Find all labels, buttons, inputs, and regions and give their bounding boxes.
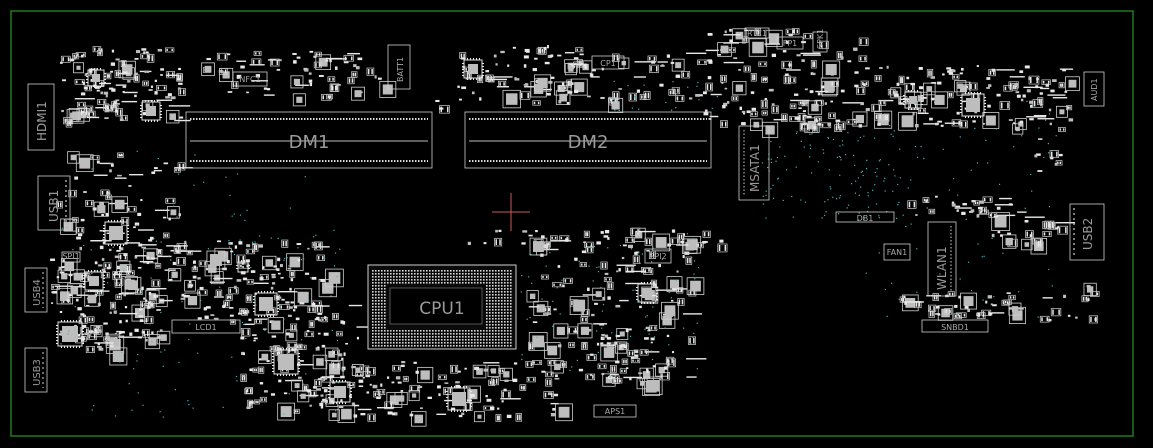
hdmi-connector[interactable]: HDMI1 bbox=[27, 83, 55, 151]
speaker-connector[interactable]: SPK1 bbox=[812, 29, 828, 53]
usb2-connector[interactable]: USB2 bbox=[1069, 203, 1105, 261]
rtc-connector[interactable]: RTC1 bbox=[744, 27, 770, 39]
spk-label: SPK1 bbox=[816, 29, 825, 49]
spi2-chip[interactable]: SPI2 bbox=[644, 248, 672, 264]
db-connector[interactable]: DB1 bbox=[835, 211, 895, 223]
fp-connector[interactable]: FP1 bbox=[776, 36, 804, 50]
fan-label: FAN1 bbox=[887, 248, 907, 257]
cpu-bga[interactable]: CPU1 bbox=[367, 264, 517, 350]
dm1-memory-slot[interactable]: DM1 bbox=[185, 111, 433, 169]
cpu-label: CPU1 bbox=[419, 299, 464, 319]
lcd-connector[interactable]: LCD1 bbox=[171, 319, 241, 334]
cpu-ball-grid bbox=[372, 270, 512, 347]
wlan-label: WLAN1 bbox=[935, 246, 949, 290]
fan-connector[interactable]: FAN1 bbox=[883, 243, 911, 261]
aps-connector[interactable]: APS1 bbox=[593, 404, 637, 418]
board-outline bbox=[10, 10, 1134, 437]
msata-slot[interactable]: MSATA1 bbox=[738, 125, 770, 201]
usb4-connector[interactable]: USB4 bbox=[24, 267, 48, 313]
spi2-label: SPI2 bbox=[649, 252, 666, 261]
cp1-label: CP1 bbox=[600, 59, 616, 68]
snbd-connector[interactable]: SNBD1 bbox=[921, 319, 989, 333]
audio-label: AUD1 bbox=[1090, 78, 1099, 101]
lcd-label: LCD1 bbox=[195, 323, 216, 332]
dm2-memory-slot[interactable]: DM2 bbox=[464, 111, 712, 169]
wlan-slot[interactable]: WLAN1 bbox=[927, 221, 957, 297]
crosshair-cursor bbox=[492, 193, 530, 231]
snbd-label: SNBD1 bbox=[941, 323, 969, 332]
audio-connector[interactable]: AUD1 bbox=[1083, 71, 1105, 107]
hdmi-label: HDMI1 bbox=[35, 101, 49, 141]
spi1-label: SPI1 bbox=[62, 252, 79, 261]
cp1-connector[interactable]: CP1 bbox=[591, 55, 625, 70]
vias-layer bbox=[60, 80, 1057, 418]
db-label: DB1 bbox=[857, 214, 874, 223]
battery-connector[interactable]: BATT1 bbox=[387, 44, 411, 90]
usb2-label: USB2 bbox=[1081, 218, 1095, 250]
small-components-layer bbox=[50, 28, 1100, 427]
usb3-label: USB3 bbox=[32, 359, 43, 386]
usb1-connector[interactable]: USB1 bbox=[37, 175, 71, 231]
usb3-connector[interactable]: USB3 bbox=[24, 347, 48, 393]
dm2-label: DM2 bbox=[568, 132, 609, 153]
rtc-label: RTC1 bbox=[747, 29, 767, 38]
fp-label: FP1 bbox=[783, 39, 798, 48]
dm1-label: DM1 bbox=[289, 132, 330, 153]
nfc-label: NFC1 bbox=[239, 75, 260, 84]
usb1-label: USB1 bbox=[47, 190, 61, 222]
spi1-chip[interactable]: SPI1 bbox=[61, 251, 81, 263]
nfc-connector[interactable]: NFC1 bbox=[232, 71, 268, 87]
aps-label: APS1 bbox=[605, 407, 625, 416]
msata-label: MSATA1 bbox=[748, 144, 762, 192]
batt-label: BATT1 bbox=[396, 57, 405, 82]
usb4-label: USB4 bbox=[32, 279, 43, 306]
